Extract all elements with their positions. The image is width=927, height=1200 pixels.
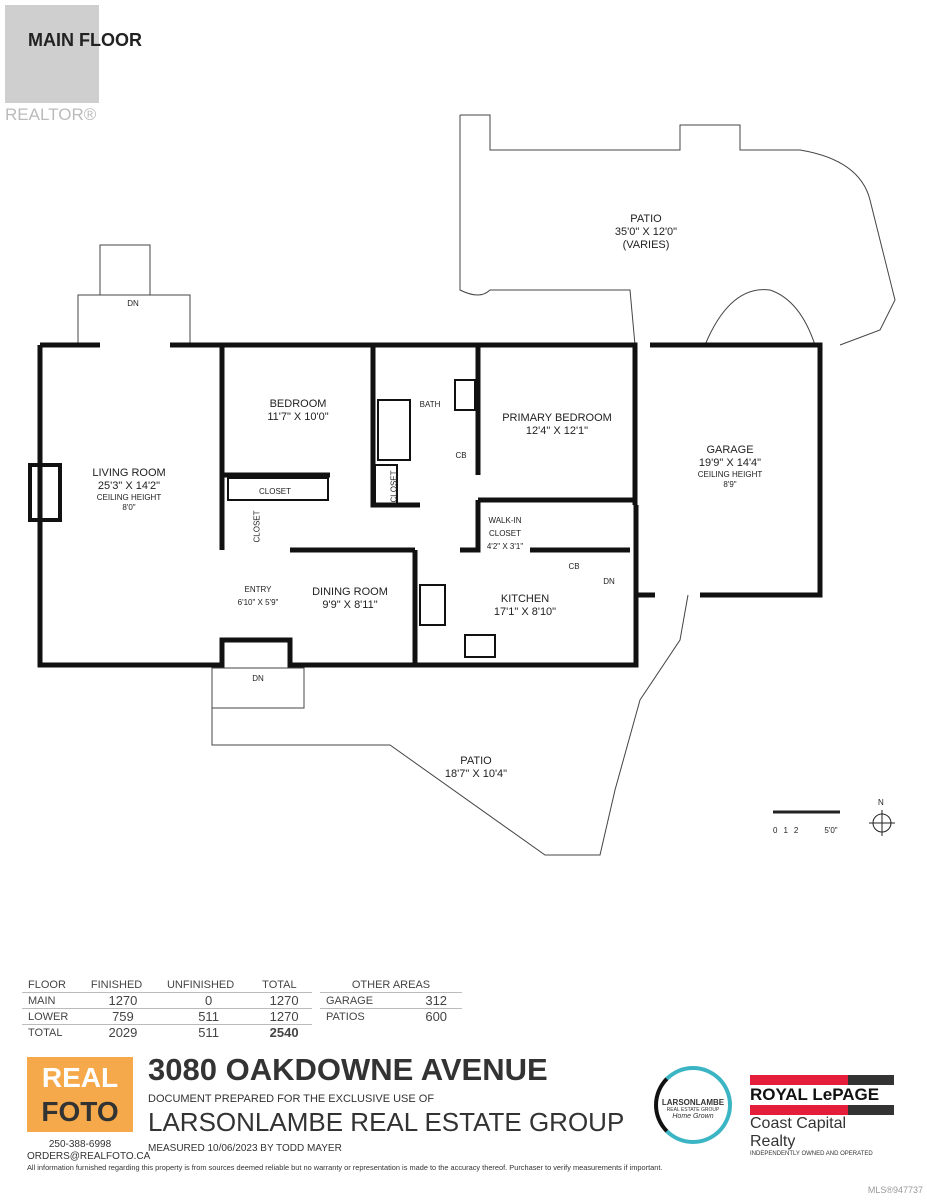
cb-label: CB [455, 451, 467, 460]
stairs-down-label: DN [127, 299, 139, 308]
royal-lepage-logo: ROYAL LePAGE Coast Capital Realty INDEPE… [750, 1075, 894, 1157]
fixtures [28, 379, 496, 658]
client-name: LARSONLAMBE REAL ESTATE GROUP [148, 1107, 625, 1137]
closet-hall: CLOSET [252, 510, 262, 543]
measured-text: MEASURED 10/06/2023 BY TODD MAYER [148, 1143, 342, 1154]
room-bath: BATH [419, 400, 441, 409]
north-label: N [878, 798, 884, 807]
cb-label: CB [568, 562, 580, 571]
mls-number: MLS®947737 [867, 1185, 923, 1195]
closet-bedroom: CLOSET [258, 487, 292, 496]
disclaimer: All information furnished regarding this… [27, 1163, 663, 1172]
closet-bath: CLOSET [389, 470, 399, 503]
property-address: 3080 OAKDOWNE AVENUE [148, 1052, 548, 1087]
patio-outlines [77, 114, 896, 856]
stairs-down-label: DN [603, 577, 615, 586]
walls [37, 342, 823, 668]
floor-plan-drawing [28, 114, 896, 856]
stairs-down-label: DN [252, 674, 264, 683]
realtor-text: REALTOR® [5, 105, 97, 124]
page-title: MAIN FLOOR [28, 30, 142, 50]
realtor-watermark: REALTOR® [5, 5, 100, 124]
north-arrow [869, 810, 895, 836]
prepared-for-text: DOCUMENT PREPARED FOR THE EXCLUSIVE USE … [148, 1093, 435, 1105]
